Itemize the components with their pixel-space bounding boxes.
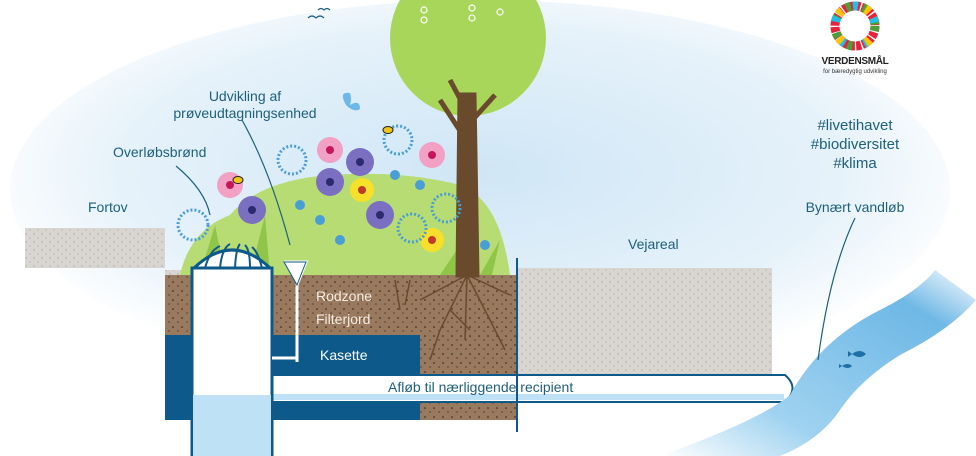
label-line: Udvikling af [208,88,282,104]
bee-icon [232,176,244,184]
label-road-area: Vejareal [628,236,679,252]
fish-icon [839,351,866,368]
label-overflow-well: Overløbsbrønd [113,144,207,160]
butterfly-icon [342,92,360,111]
tree-crown [390,0,546,116]
bird-icon [307,7,331,19]
flowers [176,124,490,252]
label-filter-soil: Filterjord [316,311,371,327]
bee-icon [382,126,394,134]
label-stream: Bynært vandløb [805,199,905,215]
road-area [517,268,772,376]
label-outlet: Afløb til nærliggende recipient [388,379,574,395]
hashtags: #livetihavet #biodiversitet #klima [790,116,920,173]
sdg-logo-icon [830,1,880,51]
hashtag: #biodiversitet [810,136,900,153]
hashtag: #livetihavet [817,117,893,134]
label-line: prøveudtagningsenhed [173,105,317,121]
hashtag: #klima [833,155,877,172]
pointer-arrows [175,119,856,361]
overflow-well [190,243,274,456]
logo-title: VERDENSMÅL [821,56,889,67]
label-cassette: Kasette [320,347,368,363]
sidewalk [25,228,190,278]
label-sidewalk: Fortov [88,199,128,215]
tree-roots [394,274,511,361]
tree-trunk [437,78,497,278]
label-sample-unit: Udvikling af prøveudtagningsenhed [170,88,320,122]
stream [660,270,976,456]
logo-subtitle: for bæredygtig udvikling [823,69,887,75]
label-root-zone: Rodzone [316,288,373,304]
